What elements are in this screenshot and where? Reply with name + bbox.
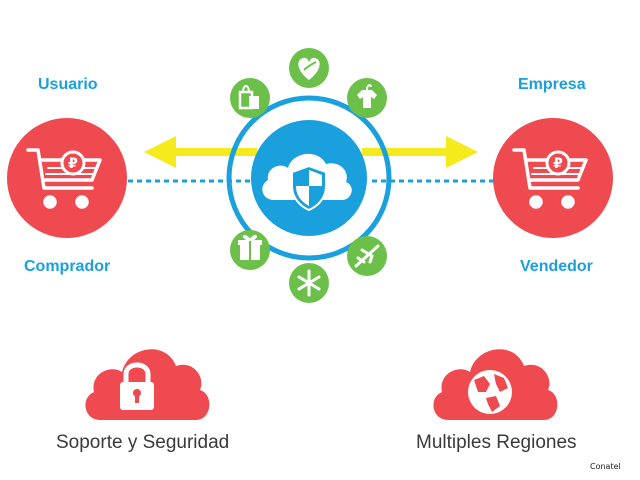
- buyer-top-label: Usuario: [38, 76, 98, 93]
- left-yellow-arrow: [144, 136, 257, 168]
- svg-text:₽: ₽: [68, 156, 78, 172]
- right-yellow-arrow: [362, 136, 478, 168]
- cloud-shield-icon: [262, 153, 352, 212]
- buyer-cart-circle: ₽: [7, 118, 127, 238]
- feature-label-multiple-regions: Multiples Regiones: [416, 432, 577, 453]
- cloud-globe-icon: [433, 349, 558, 420]
- seller-bottom-label: Vendedor: [520, 258, 593, 275]
- watermark: Conatel: [590, 462, 621, 471]
- feature-label-support-security: Soporte y Seguridad: [56, 432, 230, 453]
- snowflake-icon: [289, 263, 329, 303]
- svg-text:₽: ₽: [553, 156, 563, 172]
- center-hub: [226, 95, 392, 261]
- gift-icon: [230, 230, 270, 270]
- buyer-bottom-label: Comprador: [24, 258, 111, 275]
- airplane-icon: [347, 236, 387, 276]
- heart-leaf-icon: [289, 48, 329, 88]
- cloud-lock-icon: [85, 349, 210, 420]
- tshirt-hanger-icon: [347, 78, 387, 118]
- shopping-bags-icon: [230, 78, 270, 118]
- seller-cart-circle: ₽: [493, 118, 613, 238]
- seller-top-label: Empresa: [518, 76, 586, 93]
